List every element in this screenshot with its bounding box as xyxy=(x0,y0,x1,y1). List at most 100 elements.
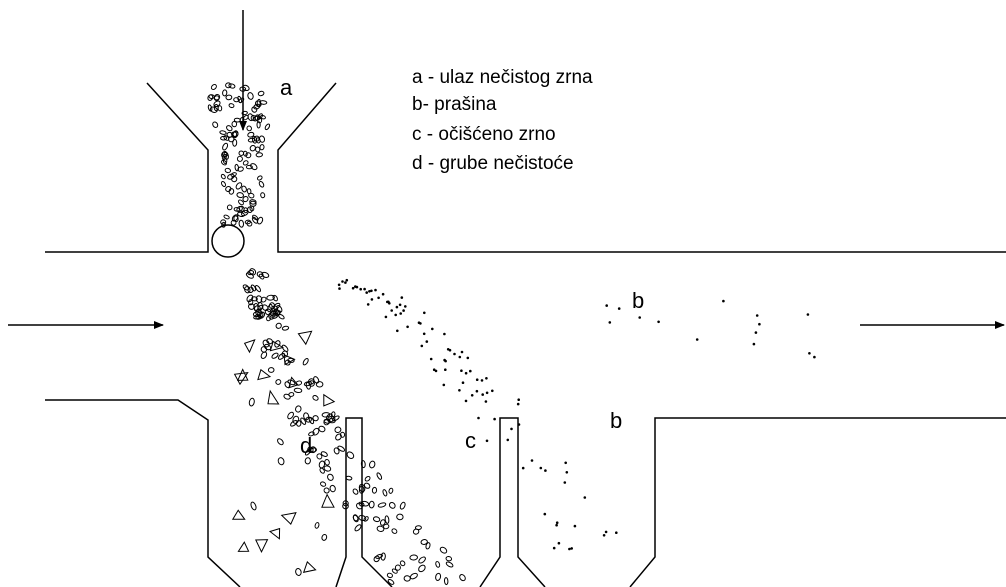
grain xyxy=(275,322,282,329)
grain xyxy=(283,393,291,400)
impurity xyxy=(269,340,285,352)
dust-dot xyxy=(345,278,349,282)
dust-dot xyxy=(396,329,399,333)
grain xyxy=(396,513,404,521)
grain xyxy=(399,560,406,567)
dust-dot xyxy=(530,459,534,462)
grain xyxy=(302,358,309,366)
grain xyxy=(388,502,396,509)
grain xyxy=(221,159,227,166)
grain xyxy=(252,115,260,122)
dust-dot xyxy=(516,402,520,406)
grain xyxy=(245,152,252,159)
dust-dot xyxy=(425,340,429,343)
grain xyxy=(320,481,327,487)
grain xyxy=(360,460,366,469)
dust-dot xyxy=(638,316,641,319)
grain xyxy=(277,352,286,360)
dust-dot xyxy=(506,438,510,442)
dust-dot xyxy=(808,352,811,355)
dust-dot xyxy=(395,305,399,309)
grain xyxy=(313,376,320,384)
grain xyxy=(257,216,264,225)
grain xyxy=(352,514,359,523)
grain xyxy=(254,285,262,293)
dust-dot xyxy=(404,305,407,308)
grain xyxy=(409,554,418,561)
grain xyxy=(281,325,290,331)
dust-dot xyxy=(434,369,438,373)
channel-walls xyxy=(45,82,1006,587)
grain xyxy=(226,204,233,211)
dust-dot xyxy=(377,296,380,300)
grain xyxy=(220,219,227,225)
dust-dot xyxy=(608,321,612,324)
grain xyxy=(249,268,257,276)
grain xyxy=(305,416,312,423)
grain xyxy=(304,448,312,456)
dust-dot xyxy=(695,338,699,341)
grain xyxy=(221,150,228,158)
grain xyxy=(248,397,255,407)
grain xyxy=(318,425,326,433)
impurity xyxy=(267,389,280,405)
dust-dot xyxy=(337,283,341,287)
grain xyxy=(459,574,466,582)
dust-dot xyxy=(417,321,421,325)
grain xyxy=(256,113,264,120)
grain xyxy=(295,568,302,576)
dust-dot xyxy=(755,314,759,317)
grain xyxy=(314,522,320,529)
legend-item-b: b- prašina xyxy=(412,94,497,115)
grain xyxy=(207,104,213,112)
grain xyxy=(445,556,453,562)
dust-dot xyxy=(388,302,391,305)
grain xyxy=(323,465,332,472)
grain xyxy=(418,564,426,573)
grain xyxy=(247,131,255,138)
dust-dot xyxy=(460,350,464,354)
grain xyxy=(227,173,235,180)
grain xyxy=(249,145,256,152)
grain xyxy=(249,200,257,207)
dust-particles xyxy=(337,278,816,551)
dust-dot xyxy=(370,298,374,301)
grain xyxy=(333,447,340,455)
impurity xyxy=(233,371,249,386)
impurity xyxy=(283,354,296,366)
dust-dot xyxy=(539,466,543,470)
grain xyxy=(312,415,319,422)
grain xyxy=(238,199,244,206)
grain xyxy=(364,476,371,482)
grain xyxy=(235,182,243,190)
legend-item-d: d - grube nečistoće xyxy=(412,153,574,174)
dust-dot xyxy=(565,471,569,474)
grain xyxy=(260,346,268,353)
dust-dot xyxy=(344,281,347,284)
grain xyxy=(245,164,253,170)
grain xyxy=(334,426,342,434)
grain xyxy=(305,381,311,390)
dust-dot xyxy=(466,356,470,360)
dust-dot xyxy=(402,309,405,312)
grain xyxy=(435,572,442,581)
dust-dot xyxy=(491,389,494,393)
dust-dot xyxy=(570,547,573,550)
dust-dot xyxy=(458,389,461,392)
flow-arrows xyxy=(8,10,1005,329)
dust-dot xyxy=(370,289,373,293)
legend-item-a: a - ulaz nečistog zrna xyxy=(412,67,593,88)
grain xyxy=(233,207,240,212)
grain xyxy=(220,181,227,187)
dust-dot xyxy=(469,369,472,373)
dust-dot xyxy=(381,292,385,296)
dust-dot xyxy=(485,391,489,395)
dust-dot xyxy=(564,461,567,465)
dust-dot xyxy=(544,469,547,472)
grain xyxy=(271,305,279,312)
grain xyxy=(290,420,298,427)
grain xyxy=(248,299,254,306)
dust-dot xyxy=(366,303,370,306)
grain xyxy=(251,216,258,224)
